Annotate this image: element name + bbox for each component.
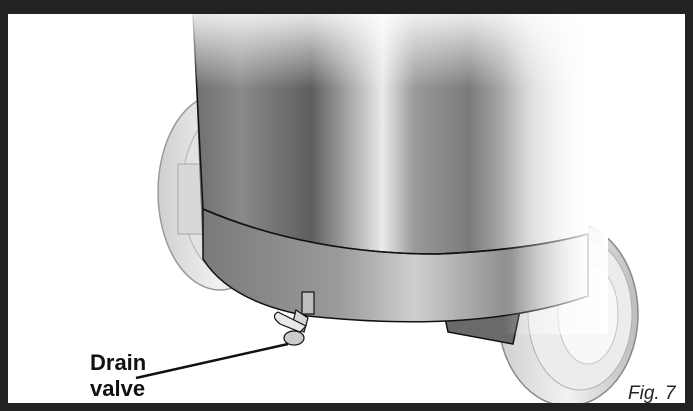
callout-leader-line — [136, 344, 288, 378]
figure-label: Fig. 7 — [628, 383, 676, 405]
drain-valve-callout: Drain valve — [90, 350, 146, 402]
callout-line-1: Drain — [90, 350, 146, 376]
callout-line-2: valve — [90, 376, 146, 402]
tank-body — [188, 14, 608, 334]
